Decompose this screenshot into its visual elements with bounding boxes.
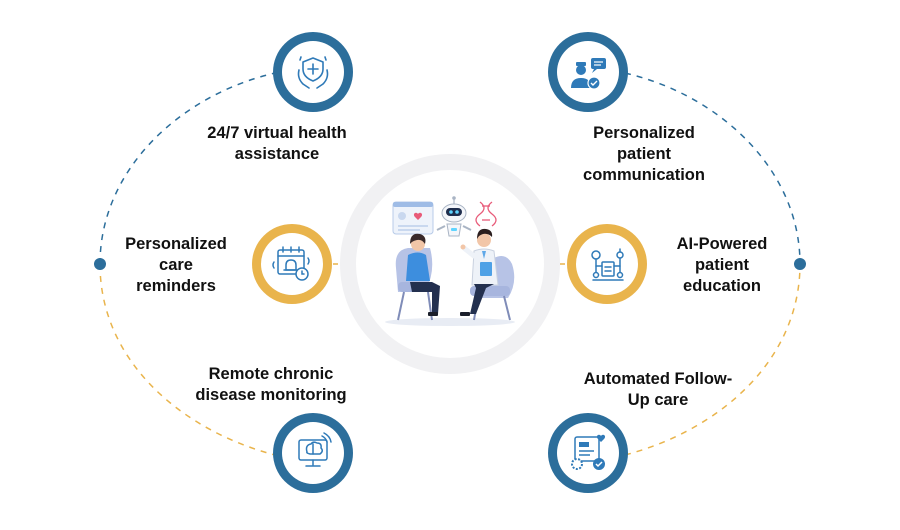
- left-dot: [94, 258, 106, 270]
- brain-monitor-wifi-icon: [298, 432, 332, 467]
- ring-top-dashed: [99, 72, 276, 265]
- feature-4-badge: [567, 224, 647, 304]
- feature-label-virtual-health: 24/7 virtual health assistance: [207, 124, 347, 163]
- ring-bottom-left-dashed: [99, 263, 276, 456]
- report-gear-check-icon: [571, 434, 606, 470]
- patient-figure: [395, 233, 440, 321]
- calendar-bell-clock-icon: [272, 246, 310, 281]
- center-ring: [340, 154, 560, 374]
- feature-2-badge: [548, 32, 628, 112]
- feature-6-badge: [548, 413, 628, 493]
- ring-top-right-dashed: [624, 72, 801, 265]
- right-dot: [794, 258, 806, 270]
- network-lightbulb-clipboard-icon: [591, 248, 624, 281]
- feature-label-patient-education: AI-Powered patient education: [676, 235, 768, 295]
- center-illustration: [385, 196, 515, 326]
- robot-icon: [436, 196, 472, 237]
- feature-1-badge: [273, 32, 353, 112]
- hands-shield-cross-icon: [297, 56, 329, 89]
- feature-5-badge: [273, 413, 353, 493]
- dna-icon: [475, 201, 497, 227]
- feature-label-chronic-monitoring: Remote chronic disease monitoring: [195, 365, 347, 404]
- feature-label-follow-up-care: Automated Follow- Up care: [583, 370, 733, 409]
- feature-label-care-reminders: Personalized care reminders: [125, 235, 227, 295]
- feature-3-badge: [252, 224, 332, 304]
- doctor-figure: [460, 228, 515, 321]
- ring-bottom-right-dashed: [624, 263, 801, 456]
- doctor-chat-icon: [571, 58, 606, 90]
- feature-label-patient-communication: Personalized patient communication: [583, 124, 705, 184]
